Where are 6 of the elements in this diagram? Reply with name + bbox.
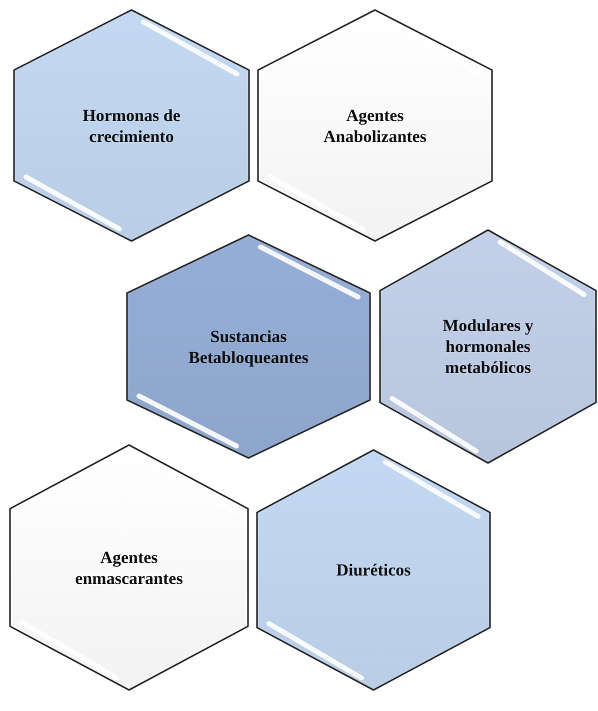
node-label: Hormonas de crecimiento	[82, 104, 182, 147]
node-label: Diuréticos	[335, 559, 412, 581]
node-label: Agentes enmascarantes	[74, 546, 184, 589]
node-label: Agentes Anabolizantes	[322, 104, 428, 147]
node-label: Modulares y hormonales metabólicos	[442, 314, 534, 378]
node-label: Sustancias Betabloqueantes	[188, 325, 310, 368]
